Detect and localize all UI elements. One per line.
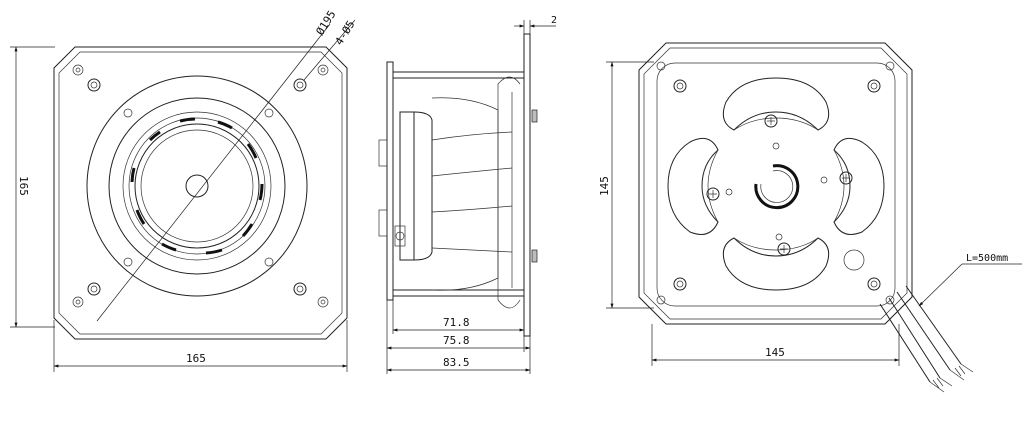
front-width-label: 165 — [186, 352, 206, 365]
diameter-label: Ø195 — [314, 8, 339, 37]
side-motor-housing — [399, 111, 415, 261]
cable-length-label: L=500mm — [966, 253, 1008, 264]
side-thickness-label: 2 — [551, 15, 557, 26]
impeller-ring — [134, 123, 260, 249]
side-back-plate — [386, 61, 394, 301]
power-cable — [879, 285, 974, 393]
rear-width-label: 145 — [765, 346, 785, 359]
front-housing-outline — [53, 46, 348, 340]
rear-screws — [706, 114, 865, 271]
motor-hub — [185, 174, 209, 198]
side-front-flange — [523, 33, 531, 337]
front-view: Ø195 4-Ø5 165 165 — [10, 8, 358, 372]
rear-height-label: 145 — [598, 176, 611, 196]
rear-openings — [667, 77, 885, 291]
inlet-ring-outer — [86, 75, 308, 297]
rear-view: L=500mm 145 145 — [598, 42, 1022, 393]
depth-label-1: 71.8 — [443, 316, 470, 329]
impeller-blades — [130, 117, 264, 255]
hole-dimension: 4-Ø5 — [333, 18, 358, 47]
mounting-holes — [72, 64, 329, 308]
front-height-label: 165 — [17, 176, 30, 196]
rear-hub — [754, 164, 800, 210]
side-impeller — [431, 76, 521, 309]
hole-label: 4-Ø5 — [333, 18, 358, 47]
rear-housing-outline — [638, 42, 913, 325]
side-view: 2 71.8 75.8 83.5 — [378, 15, 557, 374]
rear-mounting-holes — [656, 61, 895, 305]
depth-label-3: 83.5 — [443, 356, 470, 369]
diameter-dimension: Ø195 — [314, 8, 339, 37]
depth-label-2: 75.8 — [443, 334, 470, 347]
